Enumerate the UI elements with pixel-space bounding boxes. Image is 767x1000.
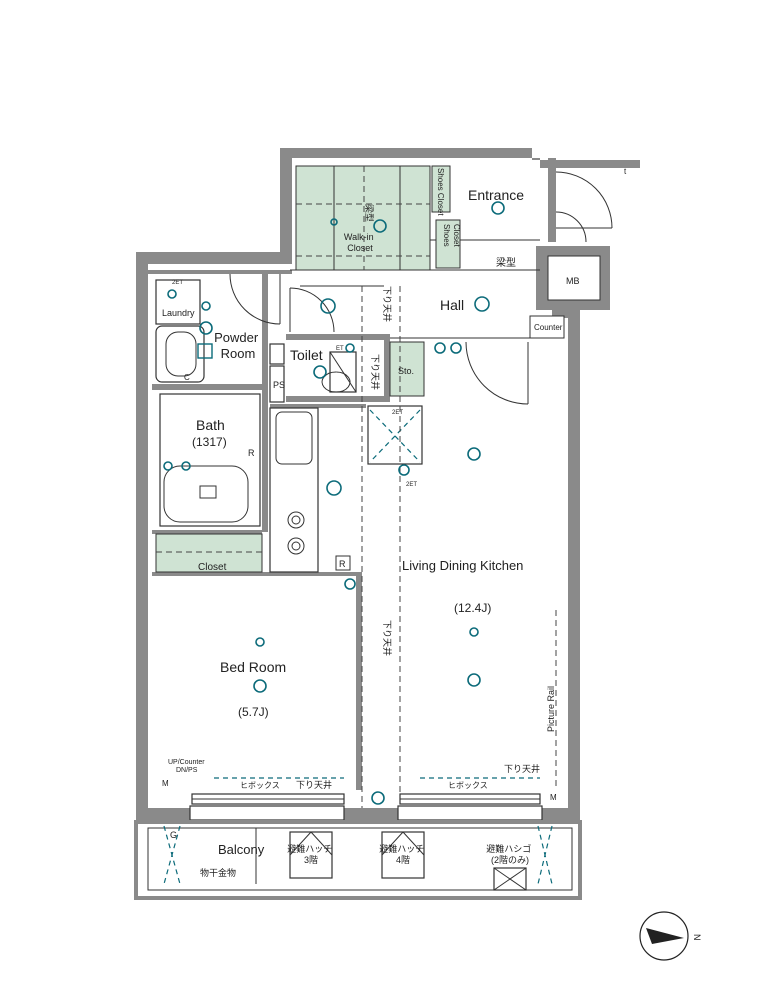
label-ldk-size: (12.4J) <box>454 601 491 615</box>
label-shoes-closet-top: Shoes Closet <box>436 168 445 216</box>
label-hatch-4f: 避難ハッチ 4階 <box>379 843 427 865</box>
label-drying-hardware: 物干金物 <box>200 867 236 878</box>
mark-g: G <box>170 830 177 840</box>
shoes-closet-top <box>431 165 451 213</box>
label-powder-room: Powder Room <box>214 330 262 361</box>
bathtub <box>159 393 261 527</box>
mark-et: ET <box>336 346 344 352</box>
label-picture-rail: Picture Rail <box>546 686 556 732</box>
compass-needle-icon <box>646 928 684 944</box>
light-fixtures <box>163 201 505 805</box>
mark-c: C <box>184 373 190 382</box>
label-bath: Bath <box>196 417 225 433</box>
label-closet: Closet <box>198 562 227 573</box>
box-left: ヒボックス <box>240 781 280 790</box>
laundry-area <box>155 279 213 383</box>
label-hatch-3f: 避難ハッチ 3階 <box>287 843 335 865</box>
shoes-closet-bottom <box>435 219 461 269</box>
ceiling-drop-bottom-right: 下り天井 <box>504 763 540 774</box>
mark-m-left: M <box>162 779 169 788</box>
windows <box>189 793 543 821</box>
label-up-counter: UP/Counter DN/PS <box>168 759 207 774</box>
label-beam-right: 梁型 <box>496 256 516 269</box>
ldk-fixture-box <box>367 405 423 465</box>
label-toilet: Toilet <box>290 347 323 363</box>
ceiling-drop-mid: 下り天井 <box>382 620 393 656</box>
label-hall: Hall <box>440 297 464 313</box>
ceiling-drop-top: 下り天井 <box>382 286 393 322</box>
toilet-room <box>269 343 357 403</box>
label-mb: MB <box>566 276 580 286</box>
compass: N <box>639 911 702 961</box>
walk-in-line2: Closet <box>347 243 373 253</box>
walk-in-line1: Walk-in <box>344 232 374 242</box>
doors <box>229 171 613 405</box>
label-ladder: 避難ハシゴ (2階のみ) <box>486 843 534 865</box>
compass-n: N <box>692 934 702 941</box>
label-beam-top: 梁型 <box>364 204 375 222</box>
mark-m-right: M <box>550 793 557 802</box>
label-balcony: Balcony <box>218 842 265 857</box>
label-walk-in-closet: Walk-in Closet <box>344 232 376 253</box>
ceiling-drop-bottom-left: 下り天井 <box>296 779 332 790</box>
mark-r-kitchen: R <box>339 559 346 569</box>
mark-2et-mid: 2ET <box>392 410 403 416</box>
mark-2et-low: 2ET <box>406 482 417 488</box>
label-ldk: Living Dining Kitchen <box>402 558 523 573</box>
balcony <box>134 820 582 900</box>
label-laundry: Laundry <box>162 308 195 318</box>
walk-in-closet <box>295 165 431 271</box>
storage-sto <box>389 341 425 397</box>
labels: Entrance Walk-in Closet 梁型 梁型 Shoes Clos… <box>162 167 627 878</box>
label-bath-size: (1317) <box>192 435 227 449</box>
label-shoes-closet-bottom-1: Shoes <box>442 224 451 247</box>
mark-t: t <box>624 167 627 176</box>
mark-r-bath: R <box>248 448 255 458</box>
kitchen-counter <box>269 407 351 573</box>
label-bed-room-size: (5.7J) <box>238 705 269 719</box>
box-right: ヒボックス <box>448 781 488 790</box>
label-counter-hall: Counter <box>534 323 563 332</box>
label-ps: PS <box>273 380 285 390</box>
label-bed-room: Bed Room <box>220 659 286 675</box>
closet <box>155 533 263 573</box>
label-sto: Sto. <box>398 366 414 376</box>
mark-2et-top: 2ET <box>172 280 183 286</box>
label-entrance: Entrance <box>468 187 524 203</box>
interior-walls <box>148 239 565 790</box>
ceiling-drop-lines <box>361 286 557 808</box>
ceiling-drop-toilet: 下り天井 <box>370 354 381 390</box>
label-shoes-closet-bottom-2: Closet <box>452 224 461 247</box>
